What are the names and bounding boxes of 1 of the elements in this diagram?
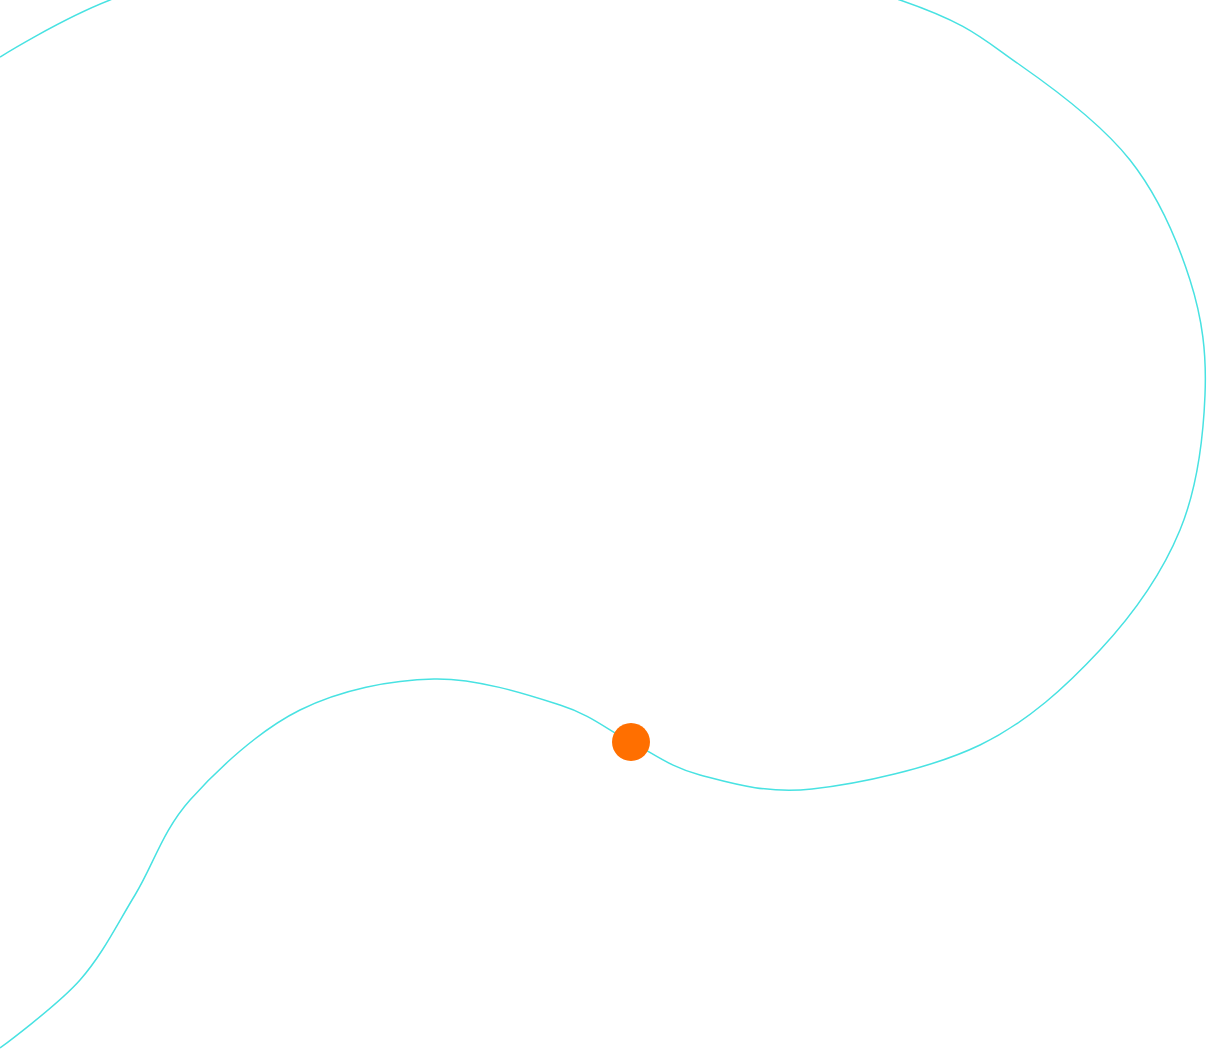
dot bbox=[612, 723, 650, 761]
